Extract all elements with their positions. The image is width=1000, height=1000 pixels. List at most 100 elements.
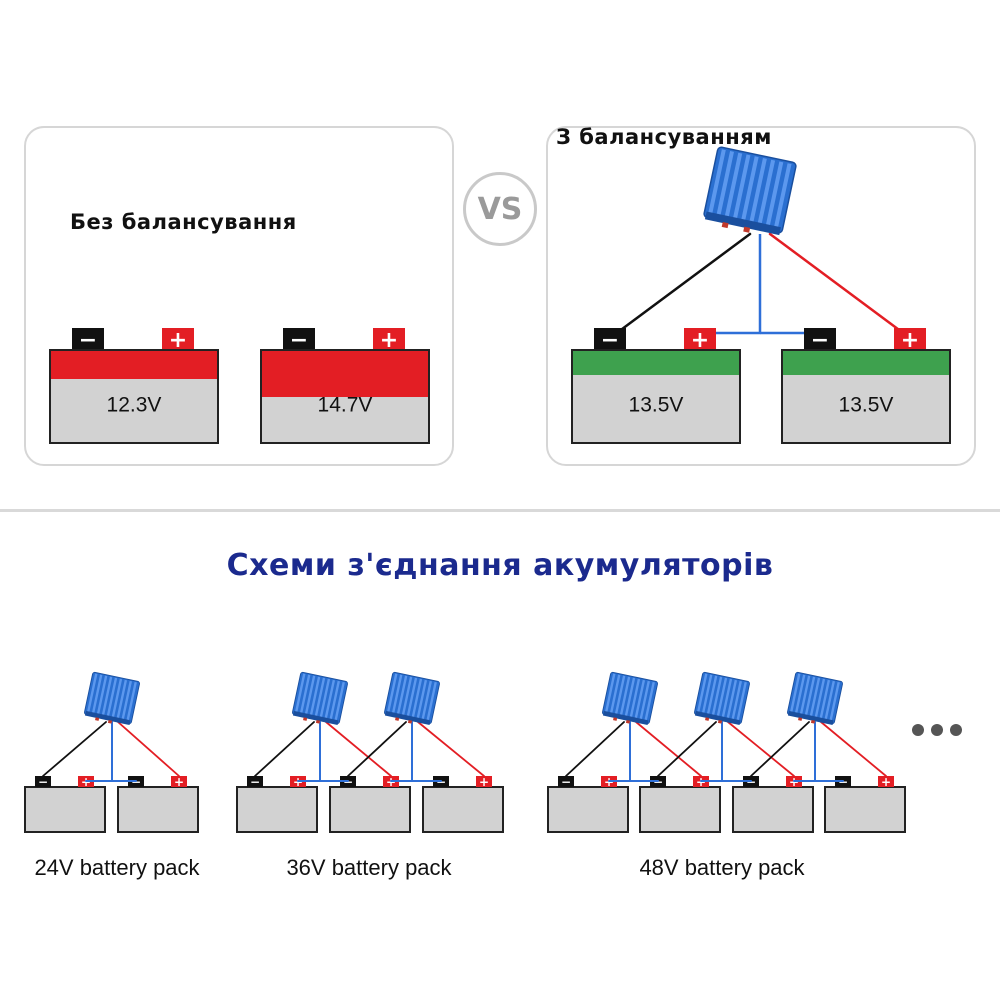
balancer-fin (716, 677, 728, 719)
pack-48v-wire-positive (820, 721, 887, 777)
balancer-fin (426, 681, 437, 723)
positive-terminal-sign: + (380, 328, 398, 353)
pack-48v-balancer-3 (787, 671, 843, 726)
balancer-fin (116, 679, 128, 721)
negative-terminal-sign: − (290, 328, 308, 353)
balancer-fin (421, 680, 432, 722)
negative-terminal (35, 776, 51, 787)
negative-terminal (558, 776, 574, 787)
balancer-fin (773, 163, 792, 231)
balancer-fin (731, 680, 742, 722)
balancer-base (602, 710, 649, 726)
balancer-pin (717, 719, 723, 724)
pack-label-48v: 48V battery pack (639, 855, 805, 880)
negative-terminal-sign: − (601, 328, 619, 353)
balancer-pin (810, 719, 816, 724)
pack-48v-wire-negative (750, 721, 810, 777)
pack-24v-wire-positive (117, 721, 180, 777)
balancer-pin (705, 717, 710, 721)
section-divider (0, 509, 1000, 512)
balancer-fin (309, 676, 321, 718)
balancer-fin (111, 678, 123, 720)
balancer-base (704, 211, 781, 236)
balancer-fin (740, 156, 759, 224)
more-indicator (912, 724, 962, 736)
battery-left-2-voltage-label: 14.7V (318, 393, 373, 416)
balancer-fin (629, 678, 641, 720)
pack-36v-battery-2 (329, 786, 411, 833)
balancer-pin (95, 717, 100, 721)
battery-left-1-charge-band (51, 351, 217, 379)
balancer-fin (814, 678, 826, 720)
wire-positive (768, 232, 912, 340)
balancer-base (292, 710, 339, 726)
balancer-fin (711, 676, 723, 718)
balancer-base (84, 710, 131, 726)
balancer-fin (644, 681, 655, 723)
pack-24v-battery-1 (24, 786, 106, 833)
balancer-fin (736, 681, 747, 723)
negative-terminal (247, 776, 263, 787)
pack-48v-battery-4 (824, 786, 906, 833)
balancer-pin (798, 717, 803, 721)
balancer-pin (721, 222, 729, 229)
dot (912, 724, 924, 736)
pack-48v-wire-negative (657, 721, 717, 777)
balancer-fin (304, 675, 316, 717)
balancer-fin (824, 680, 835, 722)
balancer-fin (329, 680, 340, 722)
balancer-fin (794, 674, 806, 716)
balancer-fin (732, 154, 751, 222)
balancer-fin (707, 149, 726, 217)
balancer-fin (819, 679, 831, 721)
pack-48v-balancer-2 (694, 671, 750, 726)
balancer-fin (91, 674, 103, 716)
positive-terminal (171, 776, 187, 787)
battery-left-2-charge-band (262, 351, 428, 397)
positive-terminal-sign: + (691, 328, 709, 353)
positive-terminal (894, 328, 926, 350)
balancer-fin (101, 676, 113, 718)
section-heading: Схеми з'єднання акумуляторів (226, 548, 774, 583)
negative-terminal-sign: − (79, 328, 97, 353)
balancer-fin (639, 680, 650, 722)
balancer-fin (96, 675, 108, 717)
balancer-fin (121, 680, 132, 722)
negative-terminal (594, 328, 626, 350)
balancer-fin (715, 151, 734, 219)
wire-balance-a (701, 234, 762, 340)
balancer-fin (324, 679, 336, 721)
balancer-fin (765, 161, 784, 229)
balancer-fin (609, 674, 621, 716)
pack-48v-balancer-1 (602, 671, 658, 726)
pack-48v-wire-positive (635, 721, 702, 777)
balancer-base (384, 710, 431, 726)
vs-badge: VS (463, 172, 537, 246)
balancer-fin (294, 673, 306, 714)
panel-title-with-balancing: З балансуванням (556, 125, 772, 149)
balancer-fin (126, 681, 137, 723)
balancer-top (703, 146, 797, 236)
balancer-fin (748, 157, 767, 226)
balancer-fin (416, 679, 428, 721)
negative-terminal-sign: − (561, 775, 571, 789)
pack-48v-wire-negative (565, 721, 625, 777)
balancer-pin (303, 717, 308, 721)
balancer-pin (613, 717, 618, 721)
balancer-fin (724, 152, 743, 221)
balancer-fin (86, 673, 98, 714)
balancer-pin (407, 719, 413, 724)
balancer-fin (106, 677, 118, 719)
negative-terminal (72, 328, 104, 350)
pack-36v-battery-3 (422, 786, 504, 833)
balancer-fin (634, 679, 646, 721)
negative-terminal-sign: − (250, 775, 260, 789)
positive-terminal-sign: + (169, 328, 187, 353)
balancer-fin (299, 674, 311, 716)
pack-36v-wire-positive (417, 721, 485, 777)
balancer-fin (386, 673, 398, 714)
negative-terminal (283, 328, 315, 350)
positive-terminal (878, 776, 894, 787)
battery-left-1-voltage-label: 12.3V (107, 393, 162, 416)
